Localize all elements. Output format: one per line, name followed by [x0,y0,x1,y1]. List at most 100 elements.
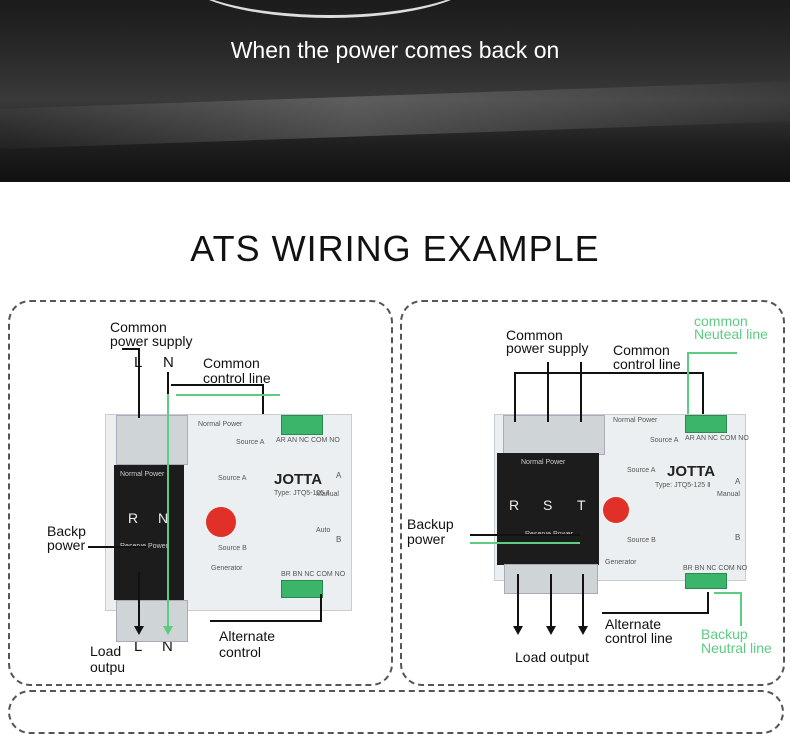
right-backup-neutral-line-label-1: Backup [701,626,748,642]
left-auto-text: Auto [316,527,331,534]
right-green-neutral-horizontal [687,352,737,354]
right-red-switch-knob[interactable] [603,497,629,523]
right-normal-power-text: Normal Power [521,459,566,466]
left-bottom-green-terminal [281,580,323,598]
left-green-top-wire [176,394,280,396]
left-common-control-line-label-1: Common [203,355,260,371]
right-common-control-line-label-1: Common [613,342,670,358]
left-alternate-control-label-2: control [219,644,262,660]
left-logo: JOTTA [274,471,323,488]
left-load-output-label-1: Load [90,643,122,659]
right-load-T-wire [582,574,584,628]
left-backup-wire [88,546,148,548]
right-source-a: Source A [650,437,679,444]
hero-banner: When the power comes back on [0,0,790,182]
banner-caption: When the power comes back on [230,37,560,63]
right-green-neutral-top [687,352,689,414]
right-load-S-wire [550,574,552,628]
right-load-T-arrow [578,626,588,635]
left-manual-text: Manual [316,491,339,498]
left-bottom-terminals [116,600,188,642]
banner-arc [180,0,480,18]
right-backup-wire-2 [470,542,580,544]
left-control-wire-down [262,384,264,414]
right-top-terminals [503,415,605,455]
right-backup-power-label-1: Backup [407,516,454,532]
right-top-terminal-text: AR AN NC COM NO [685,435,749,442]
right-alternate-control-line-label-2: control line [605,630,673,646]
right-logo: JOTTA [667,463,716,480]
banner-light-streak [0,79,790,151]
left-N-key: N [158,510,169,526]
left-L-bottom-label: L [134,638,143,655]
right-normal-power-top: Normal Power [613,417,658,424]
right-manual-text: Manual [717,491,740,498]
right-green-backup-neutral [714,592,742,594]
left-normal-power-top: Normal Power [198,421,243,428]
right-source-b: Source B [627,537,656,544]
left-generator-text: Generator [211,565,243,572]
right-green-backup-neutral-down [740,592,742,626]
right-backup-power-label-2: power [407,531,446,547]
left-wiring-panel: Common power supply L N Common control l… [8,300,393,686]
left-top-terminals [116,415,188,465]
right-load-R-wire [517,574,519,628]
right-backup-wire-1 [470,534,580,536]
right-top-green-terminal [685,415,727,433]
left-source-b: Source B [218,545,247,552]
right-bottom-terminal-text: BR BN NC COM NO [683,565,748,572]
left-load-L-arrow [134,626,144,635]
left-alt-control-wire-up [320,594,322,622]
left-ats-device: Normal Power R N Reserve Power Normal Po… [105,414,352,642]
right-generator-text: Generator [605,559,637,566]
right-common-power-supply-label-1: Common [506,327,563,343]
left-alt-control-wire [210,620,320,622]
left-A-indicator: A [336,471,342,480]
left-common-power-supply-label-1: Common [110,319,167,335]
right-B-indicator: B [735,533,741,542]
left-common-power-supply-label-2: power supply [110,333,193,349]
right-A-indicator: A [735,477,741,486]
left-top-terminal-text: AR AN NC COM NO [276,437,340,444]
left-green-neutral-wire [167,394,169,626]
right-load-R-arrow [513,626,523,635]
right-control-wire-down [702,372,704,414]
right-bottom-green-terminal [685,573,727,589]
left-common-control-line-label-2: control line [203,370,271,386]
right-T-wire [580,362,582,422]
left-B-indicator: B [336,535,342,544]
left-control-wire [171,384,263,386]
right-load-output-label: Load output [515,649,589,665]
right-top-bus-wire [514,372,704,374]
left-normal-power-text: Normal Power [120,471,165,478]
left-red-switch-knob[interactable] [206,507,236,537]
right-S-wire [547,362,549,422]
left-N-label: N [163,354,174,371]
page-title: ATS WIRING EXAMPLE [190,228,600,269]
left-L-wire [138,348,140,418]
left-source-a: Source A [236,439,265,446]
right-type-text: Type: JTQ5-125 Ⅱ [655,482,711,489]
right-T-key: T [577,497,586,513]
left-green-arrow [163,626,173,635]
left-type-text: Type: JTQ5-125 Ⅱ [274,490,330,497]
left-alternate-control-label-1: Alternate [219,628,276,644]
right-common-neutral-line-label-2: Neuteal line [694,326,768,342]
right-backup-neutral-line-label-2: Neutral line [701,640,772,656]
left-load-L-wire [138,572,140,628]
right-switch-source-a: Source A [627,467,656,474]
next-section-panel [8,690,784,734]
right-alternate-control-line-label-1: Alternate [605,616,662,632]
left-bottom-terminal-text: BR BN NC COM NO [281,571,346,578]
left-R-key: R [128,510,139,526]
right-R-wire [514,372,516,422]
left-N-bottom-label: N [162,638,173,655]
right-common-power-supply-label-2: power supply [506,340,589,356]
left-switch-source-a: Source A [218,475,247,482]
left-black-input-block: Normal Power R N Reserve Power [114,465,184,600]
right-S-key: S [543,497,553,513]
left-backup-power-label-2: power [47,537,86,553]
right-wiring-panel: Common power supply Common control line … [400,300,785,686]
left-backup-power-label-1: Backp [47,523,86,539]
left-load-output-label-2: outpu [90,659,126,675]
